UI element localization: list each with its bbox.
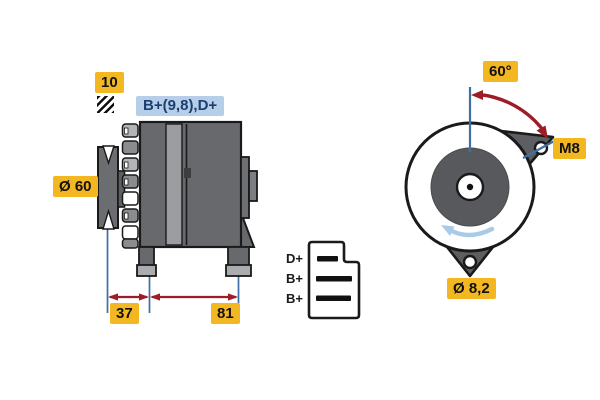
thread-size-label: M8 (553, 138, 586, 159)
pin-bar-bplus-2 (316, 295, 351, 301)
belt-width-label: 10 (95, 72, 124, 93)
shaft-center-dot (466, 183, 474, 191)
connector-pin-label-bplus-2: B+ (286, 291, 303, 306)
pin-bar-dplus (317, 256, 338, 262)
mount-hole-diameter-label: Ø 8,2 (447, 278, 496, 299)
front-mount-foot (138, 246, 155, 268)
side-view-drawing (97, 120, 258, 313)
dimension-rear-label: 81 (211, 303, 240, 324)
plug-connector-drawing (307, 240, 361, 320)
angle-arc-arrow (471, 90, 548, 139)
rotation-direction-arrow (441, 225, 495, 238)
pulley-diameter-label: Ø 60 (53, 176, 98, 197)
dimension-arrows (108, 293, 238, 301)
front-view-drawing (404, 87, 559, 278)
rear-terminal-block (240, 156, 250, 219)
fan-blades (121, 123, 139, 249)
alternator-housing (136, 120, 258, 277)
connector-pin-label-dplus: D+ (286, 251, 303, 266)
connector-pin-label-bplus-1: B+ (286, 271, 303, 286)
rear-mount-foot (227, 246, 250, 268)
hatch-pattern-icon (97, 96, 114, 113)
mounting-angle-label: 60° (483, 61, 518, 82)
terminal-designation-label: B+(9,8),D+ (136, 96, 225, 116)
pin-bar-bplus-1 (316, 276, 352, 282)
lower-bolt-hole (462, 254, 478, 270)
pulley-side-profile (97, 145, 126, 230)
m8-axis-line (522, 138, 559, 159)
rear-terminal-stud (248, 170, 258, 202)
dimension-front-label: 37 (110, 303, 139, 324)
